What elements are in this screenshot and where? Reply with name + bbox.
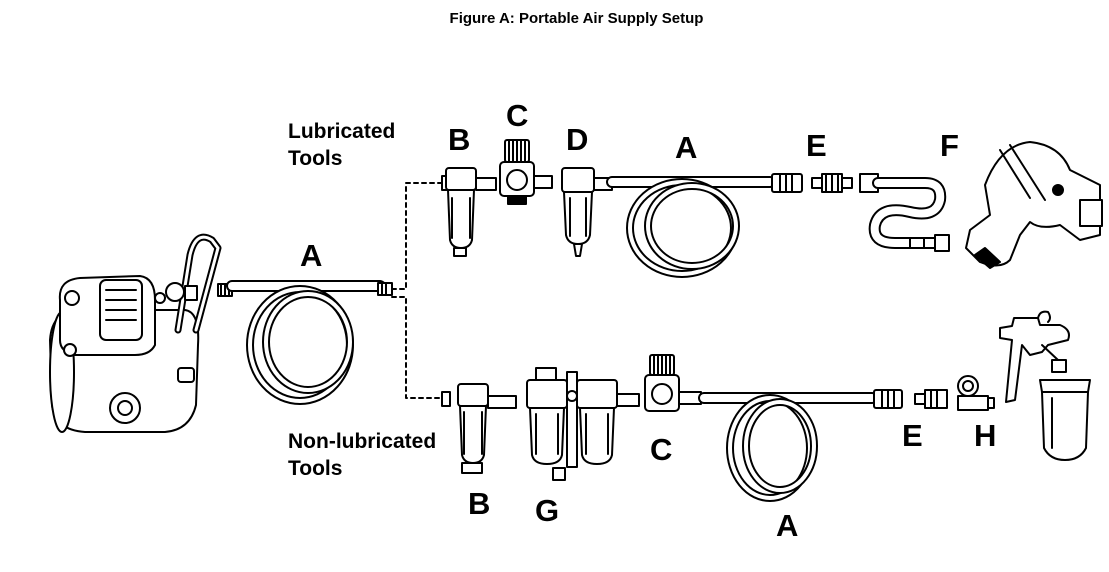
label-d-top-lubricator: D [566, 122, 589, 157]
label-c-top-regulator: C [506, 98, 529, 133]
lubricated-line-2: Tools [288, 147, 343, 170]
lubricator-d-top-icon [561, 167, 613, 257]
label-a-bottom-hose: A [776, 508, 799, 543]
air-compressor-icon [49, 233, 233, 433]
label-a-top-hose: A [675, 130, 698, 165]
figure-title: Figure A: Portable Air Supply Setup [449, 10, 704, 27]
impact-wrench-icon [965, 141, 1103, 269]
non-lubricated-line-2: Tools [288, 457, 343, 480]
label-c-bottom-regulator: C [650, 432, 673, 467]
label-b-bottom-filter: B [468, 486, 491, 521]
coupler-e-bottom-icon [873, 389, 948, 409]
hose-a-top-icon [606, 176, 776, 278]
lubricated-tools-label: Lubricated Tools [288, 118, 395, 172]
label-a-main-hose: A [300, 238, 323, 273]
filter-lubricator-g-icon [526, 367, 640, 481]
lubricated-line-1: Lubricated [288, 120, 396, 143]
label-h-bottom-gauge: H [974, 418, 997, 453]
regulator-c-top-icon [499, 139, 553, 205]
filter-b-top-icon [441, 167, 497, 257]
pressure-gauge-h-icon [957, 375, 995, 411]
spray-gun-icon [999, 310, 1091, 461]
whip-hose-f-icon [859, 173, 950, 252]
hose-a-bottom-icon [698, 392, 878, 502]
regulator-c-bottom-icon [644, 354, 702, 412]
label-e-top-coupler: E [806, 128, 827, 163]
label-b-top-filter: B [448, 122, 471, 157]
label-f-top-whip: F [940, 128, 959, 163]
filter-b-bottom-icon [441, 383, 517, 474]
non-lubricated-line-1: Non-lubricated [288, 430, 437, 453]
label-e-bottom-coupler: E [902, 418, 923, 453]
non-lubricated-tools-label: Non-lubricated Tools [288, 428, 436, 482]
coupler-e-top-icon [771, 173, 853, 193]
label-g-bottom-combo: G [535, 493, 560, 528]
branch-dashed-lines [391, 182, 443, 399]
main-air-hose-icon [226, 280, 393, 405]
